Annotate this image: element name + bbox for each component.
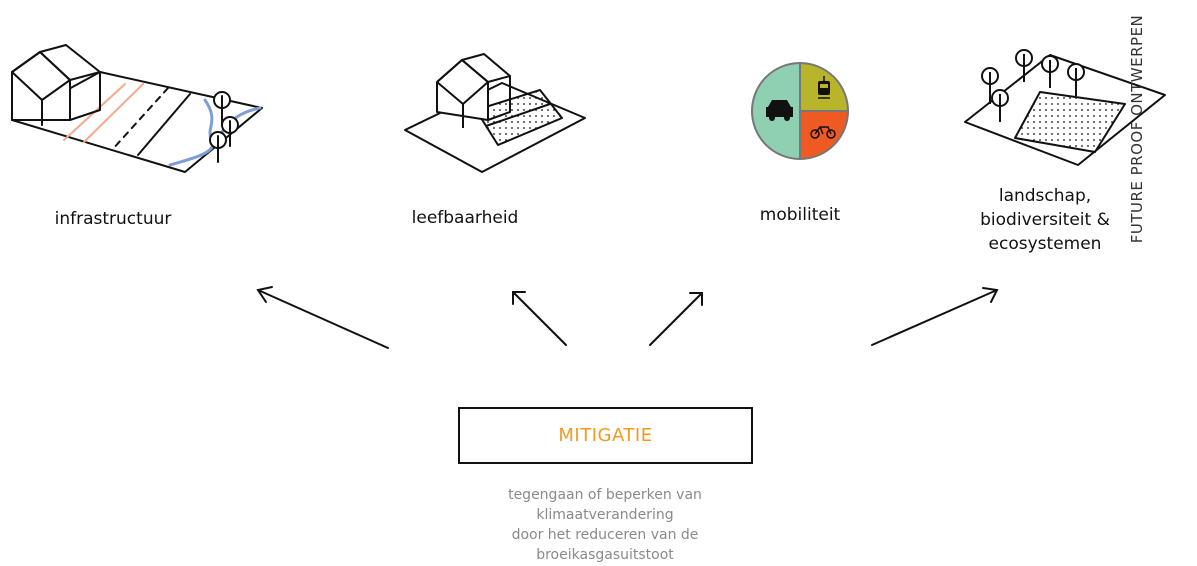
mitigation-description: tegengaan of beperken van klimaatverande…: [508, 487, 702, 563]
mitigation-title: MITIGATIE: [558, 425, 653, 446]
arrows: [256, 286, 999, 349]
label-leefbaarheid: leefbaarheid: [411, 208, 519, 228]
mitigation-box: MITIGATIE: [458, 407, 753, 464]
mobility-pie-icon: [751, 62, 849, 160]
bike-icon: [810, 126, 836, 139]
house-garden-icon: [404, 53, 586, 173]
arrow-to-landscape: [871, 287, 999, 346]
tram-icon: [818, 76, 830, 99]
label-infrastructuur: infrastructuur: [54, 209, 172, 229]
park-trees-icon: [964, 49, 1166, 166]
arrow-to-mobility: [649, 292, 703, 346]
infrastructure-icon: [11, 44, 263, 173]
label-landschap: landschap, biodiversiteit & ecosystemen: [980, 186, 1110, 254]
arrow-to-liveability: [512, 291, 567, 346]
side-title: FUTURE PROOF ONTWERPEN: [1128, 14, 1146, 244]
label-mobiliteit: mobiliteit: [759, 205, 841, 225]
car-icon: [766, 100, 793, 121]
arrow-to-infrastructure: [256, 286, 389, 349]
